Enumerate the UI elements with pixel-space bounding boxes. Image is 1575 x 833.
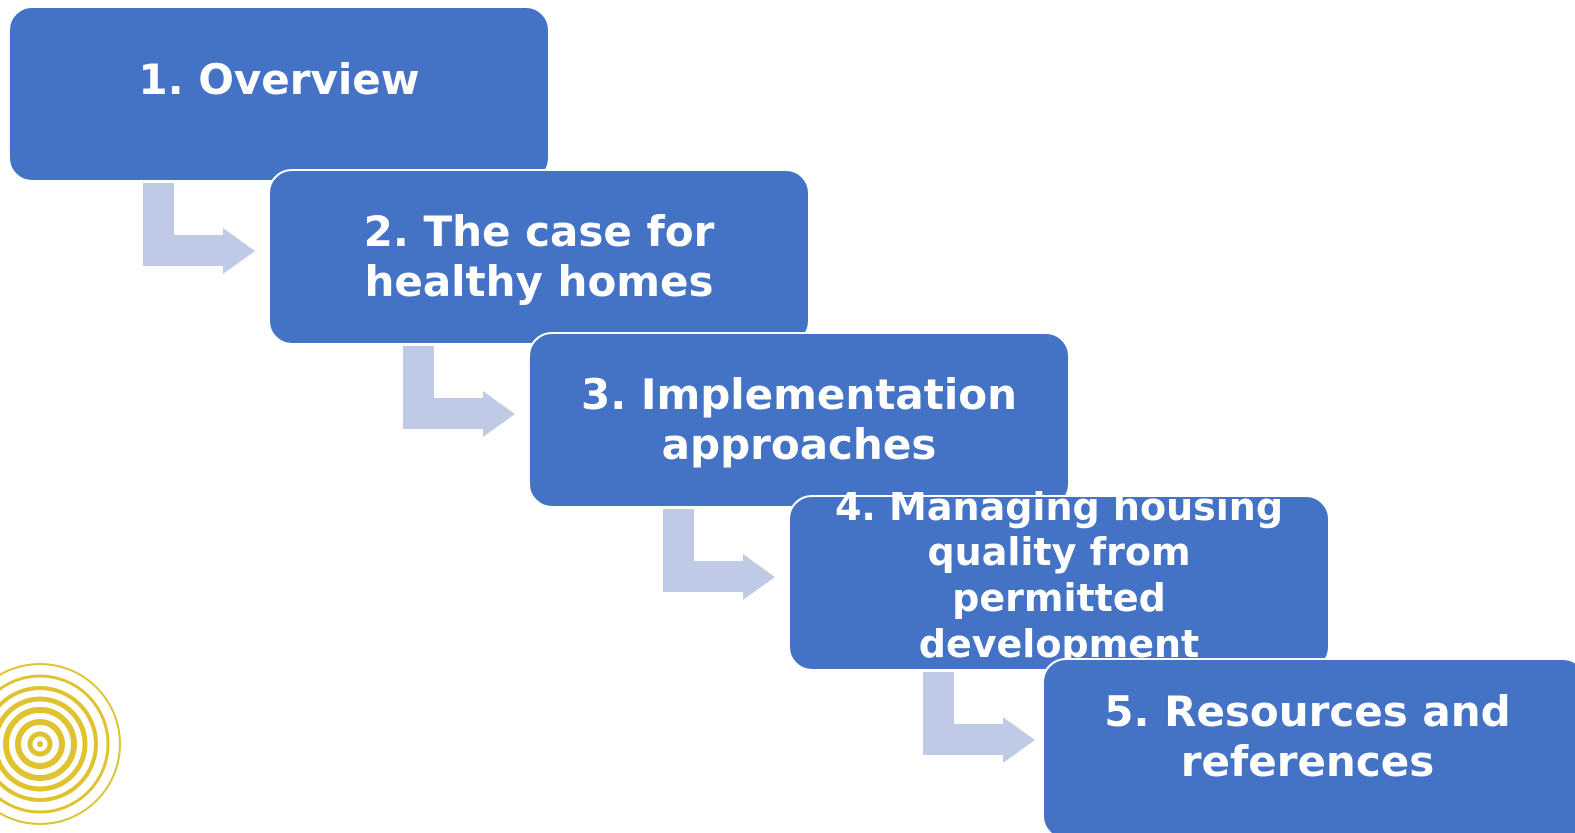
step-implementation-approaches[interactable]: 3. Implementation approaches: [528, 332, 1070, 508]
step-case-for-healthy-homes[interactable]: 2. The case for healthy homes: [268, 169, 810, 345]
bent-arrow-icon: [663, 509, 775, 600]
bent-arrow-icon: [923, 672, 1035, 763]
step-resources-and-references[interactable]: 5. Resources and references: [1042, 658, 1575, 833]
step-managing-housing-quality[interactable]: 4. Managing housing quality from permitt…: [788, 485, 1330, 671]
step-label: 3. Implementation approaches: [581, 370, 1017, 469]
step-overview[interactable]: 1. Overview: [8, 6, 550, 182]
bent-arrow-icon: [143, 183, 255, 274]
step-label: 4. Managing housing quality from permitt…: [834, 484, 1284, 666]
step-label: 2. The case for healthy homes: [363, 207, 715, 306]
bent-arrow-icon: [403, 346, 515, 437]
step-label: 5. Resources and references: [1104, 687, 1511, 786]
concentric-circles-icon: [0, 663, 121, 825]
step-label: 1. Overview: [138, 55, 420, 105]
